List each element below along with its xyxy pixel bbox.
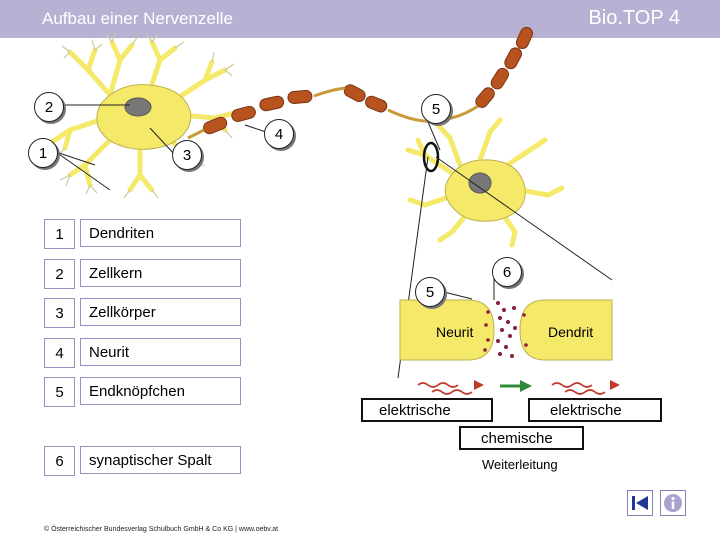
callout-2: 2 (34, 92, 64, 122)
legend-label: synaptischer Spalt (80, 446, 241, 474)
elektrische-right-label: elektrische (528, 398, 662, 422)
chemische-label: chemische (459, 426, 584, 450)
signal-wave-right (551, 382, 606, 395)
header-bar: Aufbau einer Nervenzelle Bio.TOP 4 (0, 0, 720, 38)
presynaptic-terminal (399, 299, 495, 361)
signal-wave-left (417, 382, 473, 395)
callout-6: 6 (492, 257, 522, 287)
legend-label: Zellkern (80, 259, 241, 287)
signal-arrowhead-right (610, 380, 620, 390)
back-button[interactable] (627, 490, 653, 516)
legend-label: Neurit (80, 338, 241, 366)
info-button[interactable] (660, 490, 686, 516)
copyright-footer: © Österreichischer Bundesverlag Schulbuc… (44, 526, 279, 533)
dendrit-label: Dendrit (548, 324, 594, 340)
callout-3: 3 (172, 140, 202, 170)
neurit-label: Neurit (436, 324, 474, 340)
postsynaptic-membrane (519, 299, 613, 361)
legend-number: 2 (44, 259, 75, 289)
legend-label: Dendriten (80, 219, 241, 247)
page-title: Aufbau einer Nervenzelle (42, 9, 233, 28)
signal-arrowhead-chemical (520, 380, 532, 392)
legend-number: 3 (44, 298, 75, 328)
neuron-2-dendrites (405, 117, 565, 248)
callout-4: 4 (264, 119, 294, 149)
elektrische-left-label: elektrische (361, 398, 493, 422)
callout-1: 1 (28, 138, 58, 168)
legend-label: Endknöpfchen (80, 377, 241, 405)
callout-5: 5 (421, 94, 451, 124)
neurotransmitter-vesicles (483, 301, 528, 358)
signal-arrowhead-left (474, 380, 484, 390)
neuron-2-nucleus (468, 172, 492, 194)
legend-number: 6 (44, 446, 75, 476)
legend-number: 1 (44, 219, 75, 249)
legend-number: 5 (44, 377, 75, 407)
callout-5-synapse: 5 (415, 277, 445, 307)
neuron-1-soma (96, 84, 192, 150)
legend-number: 4 (44, 338, 75, 368)
neuron-1-nucleus (124, 97, 152, 117)
legend-label: Zellkörper (80, 298, 241, 326)
info-icon (664, 494, 682, 512)
brand-logo: Bio.TOP 4 (588, 7, 680, 29)
weiterleitung-label: Weiterleitung (482, 457, 558, 472)
skip-back-icon (632, 496, 648, 510)
axon-myelin (203, 26, 534, 135)
synapse-highlight-ring (422, 141, 440, 173)
